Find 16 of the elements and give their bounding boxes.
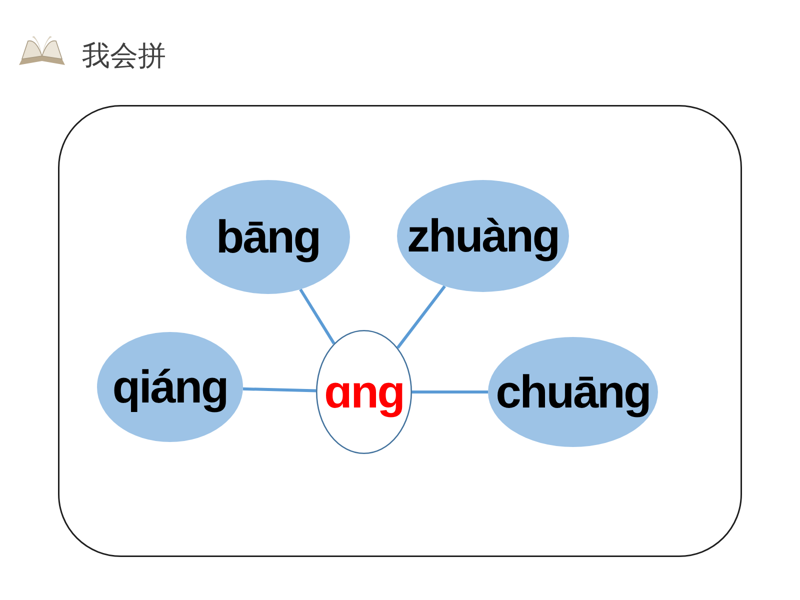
pinyin-syllable: bāng bbox=[216, 212, 320, 262]
connector-line bbox=[242, 387, 316, 392]
circle-node bbox=[316, 330, 412, 454]
pinyin-syllable: chuāng bbox=[496, 366, 650, 418]
ellipse-node bbox=[397, 180, 569, 292]
pinyin-syllable: ɑng bbox=[324, 366, 404, 418]
ellipse-node bbox=[97, 332, 243, 442]
pinyin-syllable: zhuàng bbox=[407, 210, 559, 262]
connector-line bbox=[396, 285, 446, 349]
rounded-frame bbox=[58, 105, 742, 557]
connector-line bbox=[412, 390, 488, 394]
pinyin-syllable: qiáng bbox=[112, 362, 228, 412]
connector-line bbox=[299, 288, 336, 344]
heading: 我会拼 bbox=[82, 39, 166, 73]
ellipse-node bbox=[186, 180, 350, 294]
ellipse-node bbox=[488, 337, 658, 447]
